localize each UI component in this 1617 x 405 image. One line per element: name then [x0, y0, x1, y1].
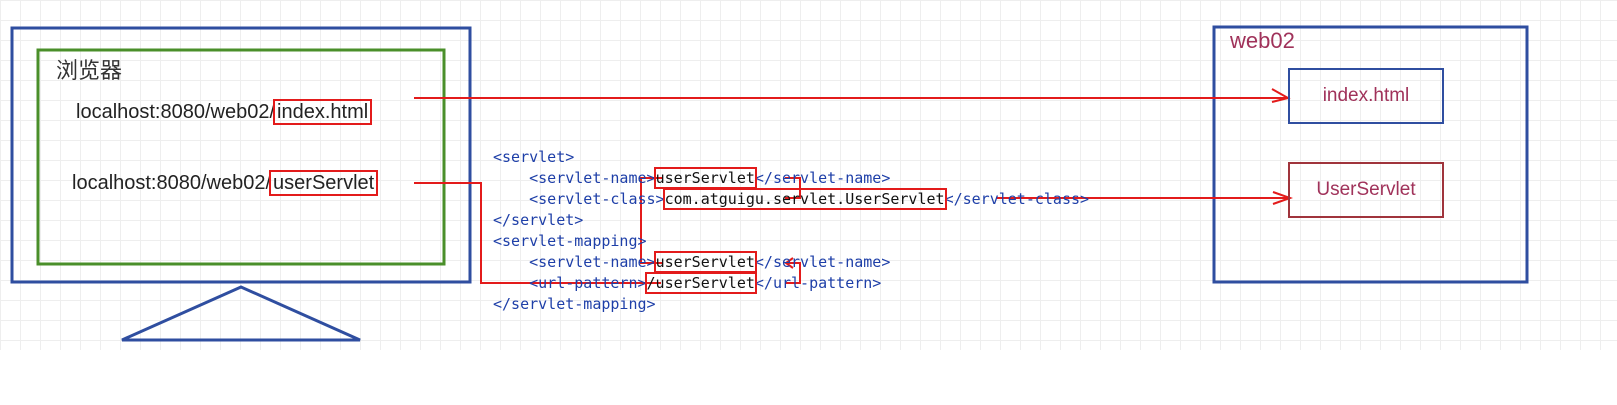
browser-window	[36, 48, 446, 266]
xml-url-pattern-line: <url-pattern>/userServlet</url-pattern>	[529, 272, 882, 294]
url-pattern-value: /userServlet	[644, 272, 757, 294]
index-html-box: index.html	[1288, 68, 1444, 124]
servlet-name-value: userServlet	[653, 167, 757, 189]
web02-container	[1212, 25, 1529, 284]
xml-servlet-class-line: <servlet-class>com.atguigu.servlet.UserS…	[529, 188, 1090, 210]
arrow-class-head	[1272, 191, 1294, 205]
arrow-pattern-to-mapping-name-head	[784, 257, 794, 269]
xml-mapping-close: </servlet-mapping>	[493, 295, 656, 313]
xml-mapping-name-line: <servlet-name>userServlet</servlet-name>	[529, 251, 891, 273]
xml-mapping-open: <servlet-mapping>	[493, 232, 647, 250]
url-index-prefix: localhost:8080/web02/	[76, 101, 276, 123]
arrow-index-head	[1271, 88, 1291, 103]
web02-title: web02	[1230, 28, 1295, 53]
monitor-stand	[121, 285, 361, 342]
xml-servlet-name-line: <servlet-name>userServlet</servlet-name>	[529, 167, 891, 189]
arrow-pattern-to-mapping-name	[785, 262, 801, 284]
browser-title: 浏览器	[56, 58, 123, 83]
url-index-path: index.html	[273, 99, 373, 125]
url-servlet: localhost:8080/web02/userServlet	[72, 170, 379, 196]
url-servlet-path: userServlet	[269, 170, 379, 196]
arrow-url-to-pattern	[414, 182, 661, 284]
url-index: localhost:8080/web02/index.html	[76, 99, 373, 125]
userservlet-box: UserServlet	[1288, 162, 1444, 218]
url-servlet-prefix: localhost:8080/web02/	[72, 172, 272, 194]
servlet-class-value: com.atguigu.servlet.UserServlet	[662, 188, 947, 210]
grid-background	[0, 0, 1617, 350]
arrow-mapping-to-servlet-name	[640, 177, 662, 264]
xml-servlet-close: </servlet>	[493, 211, 584, 229]
arrow-name-to-class	[785, 177, 801, 199]
xml-servlet-open: <servlet>	[493, 148, 575, 166]
monitor-frame	[10, 26, 472, 284]
mapping-name-value: userServlet	[653, 251, 757, 273]
